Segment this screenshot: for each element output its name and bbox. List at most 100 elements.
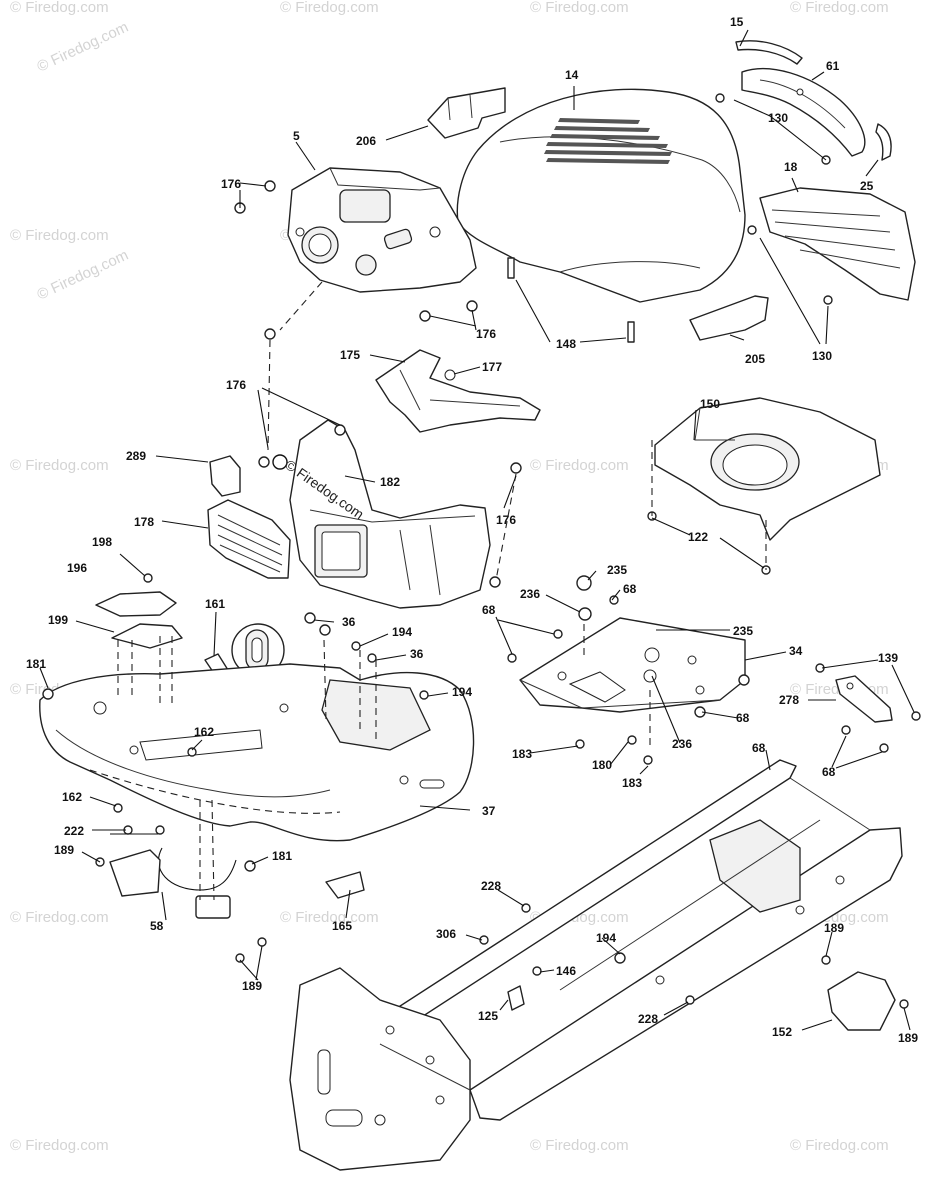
deflector-part: [827, 971, 896, 1031]
callout-label: 146: [556, 964, 576, 978]
dash-bracket-part: [427, 87, 506, 139]
callout-label: 165: [332, 919, 352, 933]
nut-part: [614, 952, 626, 964]
callout-label: 68: [822, 765, 836, 779]
callout-label: 235: [733, 624, 753, 638]
watermark: © Firedog.com: [10, 909, 109, 926]
callout-label: 148: [556, 337, 576, 351]
grille-part: [759, 187, 916, 301]
clip-part: [875, 123, 892, 161]
callout-label: 68: [736, 711, 750, 725]
control-plate-part: [519, 617, 746, 713]
watermark: © Firedog.com: [280, 0, 379, 16]
cover-plate-part: [209, 455, 241, 497]
callout-label: 228: [481, 879, 501, 893]
hood-part: [456, 88, 746, 303]
spacer-part: [627, 321, 635, 343]
frame-part: [289, 759, 903, 1171]
watermark: © Firedog.com: [530, 0, 629, 16]
callout-label: 152: [772, 1025, 792, 1039]
callout-label: 161: [205, 597, 225, 611]
assembly-lines: [117, 281, 767, 901]
callout-label: 15: [730, 15, 744, 29]
callout-label: 205: [745, 352, 765, 366]
wire-harness-part: [157, 847, 237, 891]
callout-label: 68: [482, 603, 496, 617]
leader-lines: [39, 29, 915, 1031]
callout-label: 68: [752, 741, 766, 755]
callout-label: 278: [779, 693, 799, 707]
callout-label: 162: [194, 725, 214, 739]
callout-label: 61: [826, 59, 840, 73]
watermark: © Firedog.com: [10, 457, 109, 474]
support-bracket-part: [375, 349, 541, 433]
callout-label: 236: [520, 587, 540, 601]
callout-label: 180: [592, 758, 612, 772]
knob-part: [143, 573, 153, 583]
callout-label: 183: [512, 747, 532, 761]
seat-panel-part: [95, 591, 177, 617]
copyright-icon: [272, 454, 288, 470]
lower-trim-part: [689, 295, 769, 341]
fender-part: [39, 663, 475, 842]
watermark: © Firedog.com: [10, 227, 109, 244]
callout-label: 194: [596, 931, 616, 945]
callout-label: 177: [482, 360, 502, 374]
callout-label: 176: [226, 378, 246, 392]
watermark: © Firedog.com: [530, 1137, 629, 1154]
spring-clip-part: [325, 871, 365, 899]
callout-label: 176: [496, 513, 516, 527]
callout-label: 206: [356, 134, 376, 148]
latch-part: [507, 985, 525, 1011]
spacer-part: [507, 257, 515, 279]
callout-label: 235: [607, 563, 627, 577]
dash-panel-part: [287, 167, 477, 293]
watermark: © Firedog.com: [280, 909, 379, 926]
connector-part: [195, 895, 231, 919]
angle-bracket-part: [835, 675, 893, 723]
headlight-bar-part: [741, 68, 866, 157]
watermark: © Firedog.com: [790, 0, 889, 16]
callout-label: 130: [768, 111, 788, 125]
watermark: © Firedog.com: [35, 247, 132, 304]
callout-label: 36: [342, 615, 356, 629]
trim-strip-part: [735, 40, 803, 65]
callout-label: 199: [48, 613, 68, 627]
watermark: © Firedog.com: [10, 1137, 109, 1154]
callout-label: 222: [64, 824, 84, 838]
callout-label: 162: [62, 790, 82, 804]
callout-label: 150: [700, 397, 720, 411]
callout-label: 181: [26, 657, 46, 671]
callout-label: 289: [126, 449, 146, 463]
callout-label: 125: [478, 1009, 498, 1023]
hood-vent-icon: [544, 118, 672, 164]
callout-label: 14: [565, 68, 579, 82]
callout-label: 176: [221, 177, 241, 191]
nut-part: [532, 966, 542, 976]
callout-label: 25: [860, 179, 874, 193]
callout-label: 36: [410, 647, 424, 661]
callout-label: 189: [242, 979, 262, 993]
callout-label: 183: [622, 776, 642, 790]
callout-labels: 15 14 61 206 130 5 176 25 18 176 148 205…: [26, 15, 918, 1045]
callout-label: 139: [878, 651, 898, 665]
callout-label: 68: [623, 582, 637, 596]
callout-label: 198: [92, 535, 112, 549]
callout-label: 176: [476, 327, 496, 341]
callout-label: 178: [134, 515, 154, 529]
callout-label: 189: [898, 1031, 918, 1045]
callout-label: 175: [340, 348, 360, 362]
grate-part: [207, 499, 291, 579]
callout-label: 181: [272, 849, 292, 863]
watermark: © Firedog.com: [10, 0, 109, 16]
callout-label: 37: [482, 804, 496, 818]
callout-label: 189: [54, 843, 74, 857]
watermark: © Firedog.com: [790, 1137, 889, 1154]
callout-label: 194: [392, 625, 412, 639]
switch-bracket-part: [109, 849, 161, 897]
callout-label: 122: [688, 530, 708, 544]
callout-label: 306: [436, 927, 456, 941]
adjust-plate-part: [111, 623, 183, 649]
callout-label: 236: [672, 737, 692, 751]
